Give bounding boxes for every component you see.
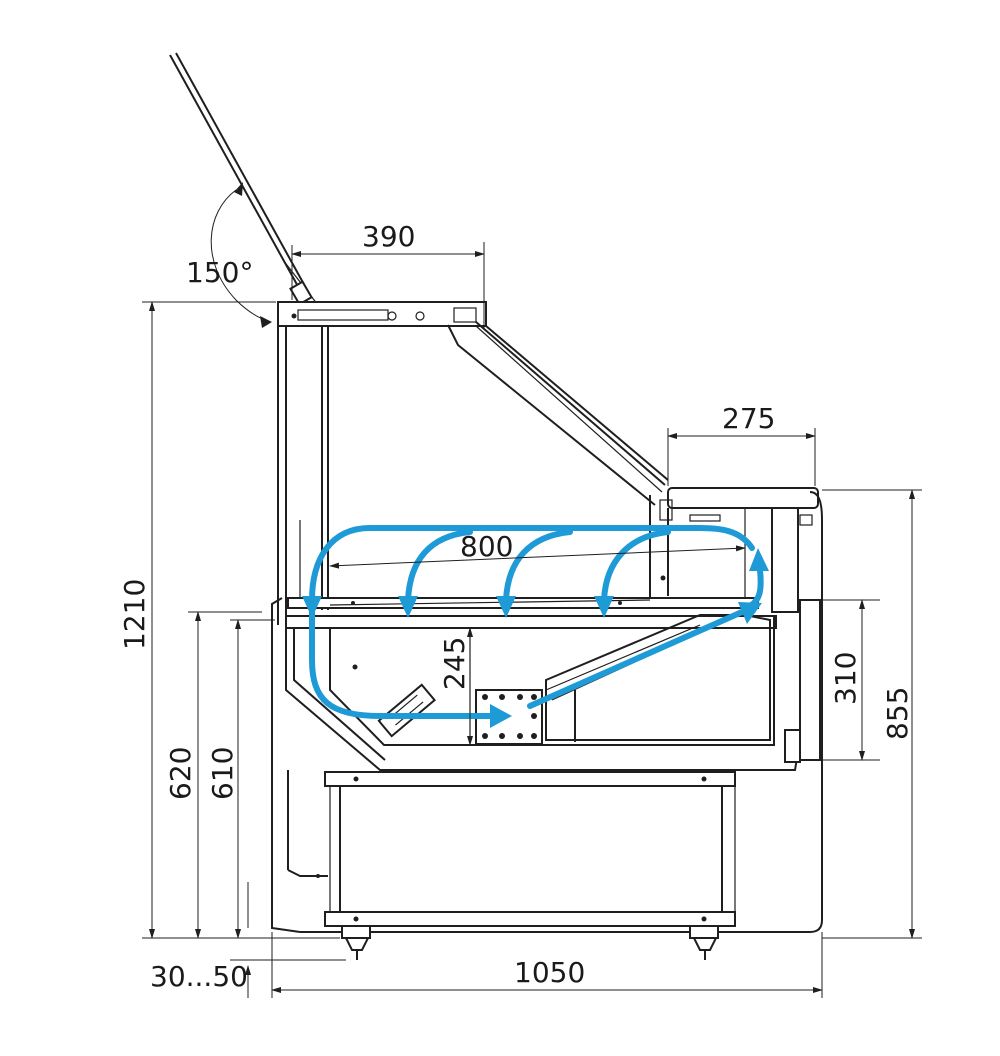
rear-frame bbox=[277, 326, 329, 625]
lid-angle-label: 150° bbox=[186, 256, 253, 289]
base-compartment bbox=[287, 770, 736, 927]
dim-310-label: 310 bbox=[829, 652, 862, 705]
dim-800-label: 800 bbox=[460, 530, 513, 563]
dim-620-label: 620 bbox=[164, 747, 197, 800]
dim-foot-label: 30...50 bbox=[150, 960, 248, 993]
dim-855-label: 855 bbox=[881, 687, 914, 740]
top-canopy bbox=[277, 301, 487, 327]
front-glass bbox=[447, 321, 669, 506]
dim-245-label: 245 bbox=[438, 637, 471, 690]
rear-shelf bbox=[649, 487, 819, 613]
dim-275-label: 275 bbox=[722, 402, 775, 435]
dim-610-label: 610 bbox=[206, 747, 239, 800]
lid-angle-annotation: 150° bbox=[186, 182, 272, 328]
dim-1050-label: 1050 bbox=[514, 956, 585, 989]
dim-390-label: 390 bbox=[362, 220, 415, 253]
adjustable-feet bbox=[341, 925, 719, 960]
opened-lid bbox=[169, 52, 319, 306]
dimension-lines: 390 275 800 245 1210 620 610 30...50 bbox=[118, 220, 922, 998]
dim-1210-label: 1210 bbox=[118, 579, 151, 650]
